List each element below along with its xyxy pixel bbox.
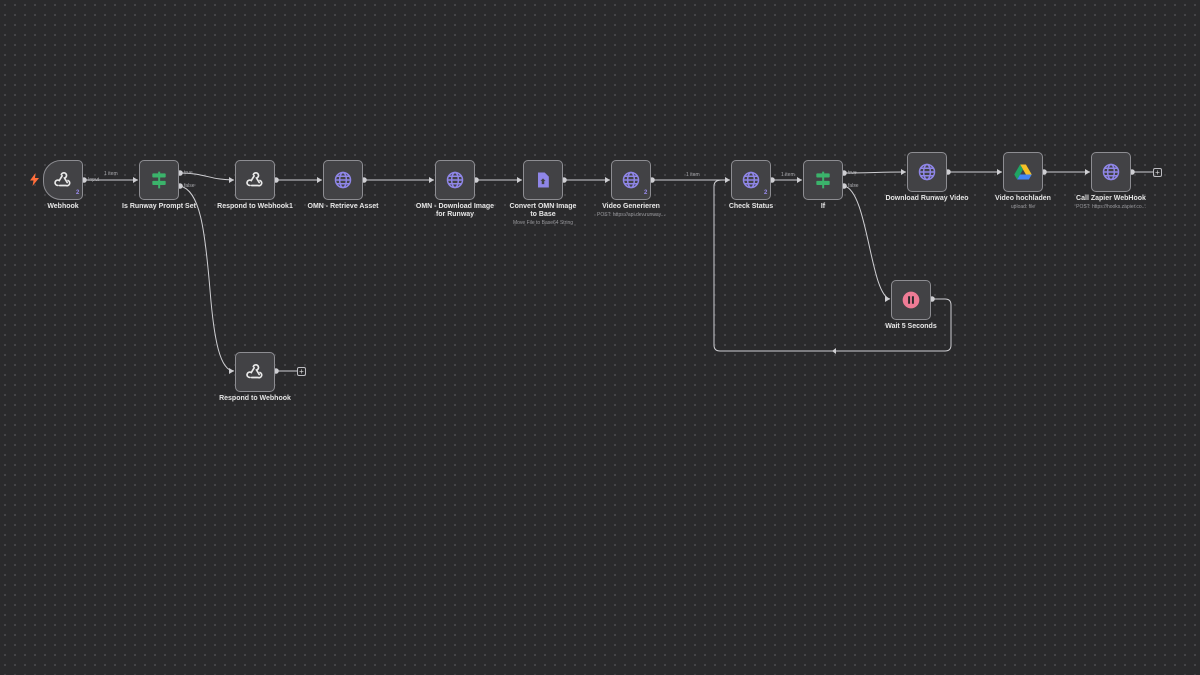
webhook-icon: [53, 170, 73, 190]
connection-if2-true-to-download-video[interactable]: [843, 171, 907, 174]
node-label-download-runway-video: Download Runway Video: [885, 195, 969, 202]
node-video-hochladen[interactable]: [1003, 152, 1043, 192]
edge-label-if2-true: true: [848, 170, 857, 176]
edge-label-if-true: true: [184, 170, 193, 176]
node-badge-check-status: 2: [764, 190, 768, 196]
node-convert-omn-image[interactable]: [523, 160, 563, 200]
globe-icon: [445, 170, 465, 190]
node-respond-to-webhook1[interactable]: [235, 160, 275, 200]
edge-label-webhook-items: 1 item: [104, 171, 118, 177]
node-sublabel-call-zapier-webhook: POST: https://hooks.zapier.co...: [1076, 204, 1146, 210]
node-omn-download-image[interactable]: [435, 160, 475, 200]
google-drive-icon: [1013, 162, 1033, 182]
globe-icon: [333, 170, 353, 190]
node-label-webhook: Webhook: [47, 203, 79, 210]
webhook-icon: [245, 170, 265, 190]
node-wait-5-seconds[interactable]: [891, 280, 931, 320]
if-branch-icon: [813, 170, 833, 190]
node-label-respond-to-webhook1: Respond to Webhook1: [217, 203, 293, 210]
node-label-respond-to-webhook: Respond to Webhook: [219, 395, 291, 402]
edge-label-video-check-items: 1 item: [686, 172, 700, 178]
node-label-video-hochladen: Video hochladen: [995, 195, 1051, 202]
node-label-video-generieren: Video Generieren: [602, 203, 660, 210]
node-label-if: If: [820, 203, 826, 210]
node-sublabel-convert-omn-image: Move File to Base64 String: [512, 220, 574, 226]
edge-label-if2-false: false: [848, 183, 859, 189]
node-if[interactable]: [803, 160, 843, 200]
pause-icon: [901, 290, 921, 310]
node-omn-retrieve-asset[interactable]: [323, 160, 363, 200]
node-check-status[interactable]: [731, 160, 771, 200]
node-sublabel-video-generieren: POST: https://api.dev.runway...: [597, 212, 665, 218]
connection-if-true-to-respond1[interactable]: [179, 172, 235, 181]
node-is-runway-prompt-set[interactable]: [139, 160, 179, 200]
webhook-icon: [245, 362, 265, 382]
if-branch-icon: [149, 170, 169, 190]
edge-label-webhook-input: Input: [88, 177, 100, 183]
node-badge-webhook: 2: [76, 190, 80, 196]
node-label-omn-download-image: OMN - Download Image for Runway: [415, 203, 495, 218]
connection-if2-false-to-wait[interactable]: [843, 185, 891, 300]
convert-file-icon: [533, 170, 553, 190]
trigger-bolt-icon: [30, 173, 39, 186]
node-label-wait-5-seconds: Wait 5 Seconds: [885, 323, 937, 330]
node-sublabel-video-hochladen: upload: file: [1010, 204, 1036, 210]
node-call-zapier-webhook[interactable]: [1091, 152, 1131, 192]
node-label-omn-retrieve-asset: OMN - Retrieve Asset: [307, 203, 379, 210]
node-video-generieren[interactable]: [611, 160, 651, 200]
node-label-call-zapier-webhook: Call Zapier WebHook: [1076, 195, 1146, 202]
node-respond-to-webhook[interactable]: [235, 352, 275, 392]
connection-if-false-to-respond[interactable]: [179, 185, 235, 372]
edge-label-if-false: false: [184, 183, 195, 189]
node-download-runway-video[interactable]: [907, 152, 947, 192]
edge-label-check-if-items: 1 item: [781, 172, 795, 178]
add-node-button[interactable]: +: [1153, 168, 1162, 177]
globe-icon: [1101, 162, 1121, 182]
node-badge-video-generieren: 2: [644, 190, 648, 196]
node-label-is-runway-prompt-set: Is Runway Prompt Set: [122, 203, 196, 210]
node-webhook[interactable]: [43, 160, 83, 200]
globe-icon: [621, 170, 641, 190]
globe-icon: [741, 170, 761, 190]
globe-icon: [917, 162, 937, 182]
node-label-convert-omn-image: Convert OMN Image to Base: [509, 203, 577, 218]
connection-arrows: [133, 169, 1090, 374]
add-node-button-respond[interactable]: +: [297, 367, 306, 376]
node-label-check-status: Check Status: [728, 203, 774, 210]
